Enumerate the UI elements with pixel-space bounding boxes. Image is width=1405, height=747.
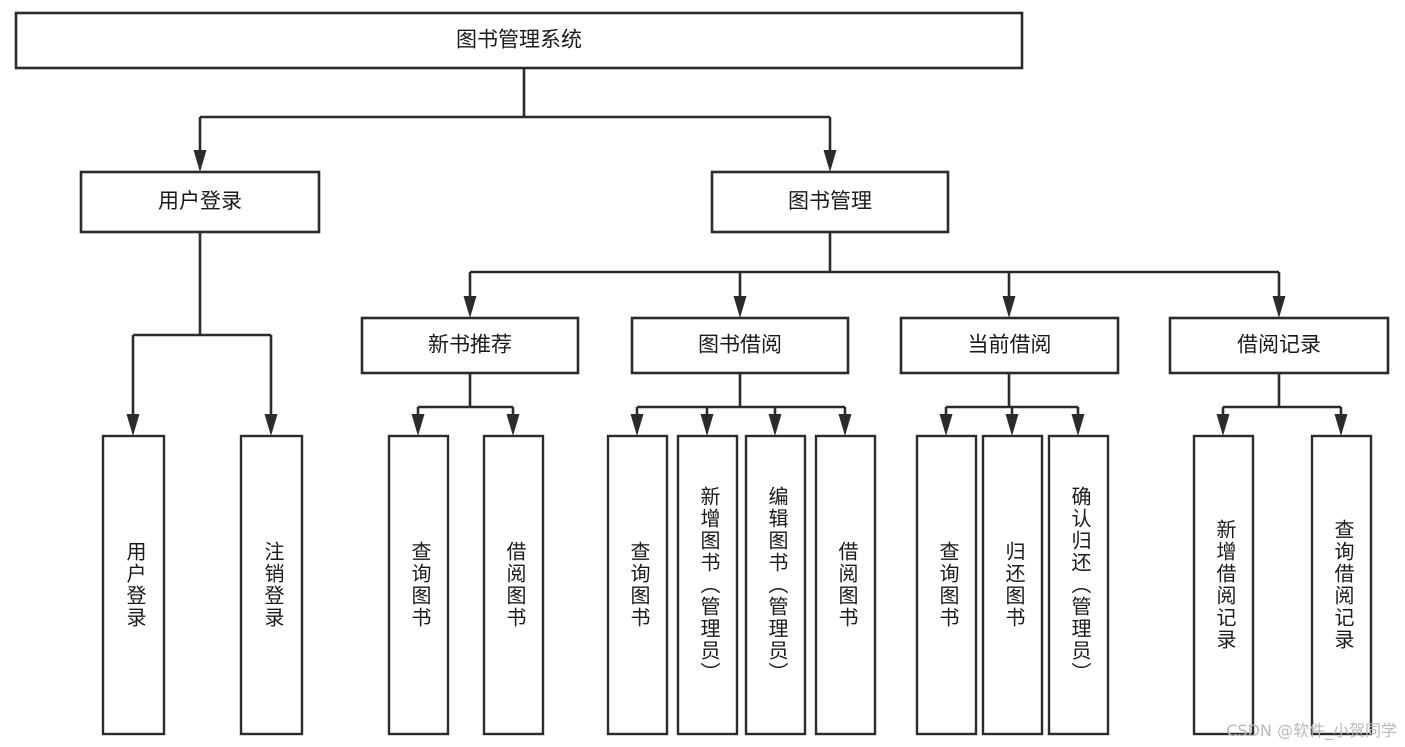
- arrow-head-icon: [768, 414, 782, 436]
- connector-group-new-book-rec: [411, 373, 520, 436]
- node-leaf-return-book[interactable]: 归还图书: [981, 434, 1044, 736]
- node-label: 当前借阅: [968, 333, 1052, 357]
- node-box[interactable]: [1192, 434, 1255, 736]
- node-box[interactable]: [915, 434, 978, 736]
- node-box[interactable]: [1047, 434, 1110, 736]
- arrow-head-icon: [1071, 414, 1085, 436]
- node-label: 图书管理: [788, 189, 872, 213]
- arrow-head-icon: [630, 414, 644, 436]
- arrow-head-icon: [700, 414, 714, 436]
- node-label: 图书管理系统: [456, 28, 582, 52]
- node-box[interactable]: [630, 316, 850, 375]
- node-label: 查询图书: [627, 541, 651, 629]
- arrow-head-icon: [1272, 296, 1286, 318]
- node-box[interactable]: [710, 170, 950, 234]
- node-leaf-user-logout[interactable]: 注销登录: [239, 434, 304, 736]
- node-label: 注销登录: [261, 541, 285, 629]
- node-box[interactable]: [1310, 434, 1373, 736]
- node-box[interactable]: [899, 316, 1120, 375]
- node-leaf-edit-book[interactable]: 编辑图书（管理员）: [744, 434, 807, 736]
- node-leaf-add-book[interactable]: 新增图书（管理员）: [676, 434, 739, 736]
- node-new-book-rec[interactable]: 新书推荐: [360, 316, 580, 375]
- node-box[interactable]: [606, 434, 669, 736]
- arrow-head-icon: [823, 150, 837, 172]
- node-book-borrow[interactable]: 图书借阅: [630, 316, 850, 375]
- node-box[interactable]: [239, 434, 304, 736]
- node-leaf-query-book-1[interactable]: 查询图书: [387, 434, 450, 736]
- node-label: 图书借阅: [698, 333, 782, 357]
- arrow-head-icon: [733, 296, 747, 318]
- arrow-head-icon: [1216, 414, 1230, 436]
- node-box[interactable]: [981, 434, 1044, 736]
- node-box[interactable]: [79, 170, 321, 234]
- arrow-head-icon: [1002, 296, 1016, 318]
- arrow-head-icon: [411, 414, 425, 436]
- node-label: 编辑图书（管理员）: [765, 486, 789, 684]
- connector-group-book-manage: [463, 232, 1286, 318]
- node-box[interactable]: [1168, 316, 1390, 375]
- node-label: 归还图书: [1002, 541, 1026, 629]
- watermark: CSDN @软件_小贺同学: [1226, 721, 1397, 740]
- arrow-head-icon: [1334, 414, 1348, 436]
- node-leaf-add-record[interactable]: 新增借阅记录: [1192, 434, 1255, 736]
- node-leaf-user-login[interactable]: 用户登录: [101, 434, 166, 736]
- node-root[interactable]: 图书管理系统: [14, 11, 1024, 70]
- node-box[interactable]: [814, 434, 877, 736]
- node-borrow-record[interactable]: 借阅记录: [1168, 316, 1390, 375]
- node-leaf-query-book-3[interactable]: 查询图书: [915, 434, 978, 736]
- nodes-layer: 图书管理系统用户登录图书管理新书推荐图书借阅当前借阅借阅记录用户登录注销登录查询…: [14, 11, 1390, 736]
- arrow-head-icon: [1005, 414, 1019, 436]
- connectors-layer: [126, 68, 1348, 436]
- node-label: 借阅图书: [835, 541, 859, 629]
- node-label: 借阅记录: [1237, 333, 1321, 357]
- node-label: 查询图书: [936, 541, 960, 629]
- node-label: 确认归还（管理员）: [1068, 486, 1092, 684]
- connector-group-current-borrow: [939, 373, 1085, 436]
- node-box[interactable]: [482, 434, 545, 736]
- node-box[interactable]: [101, 434, 166, 736]
- node-leaf-query-book-2[interactable]: 查询图书: [606, 434, 669, 736]
- node-leaf-confirm-return[interactable]: 确认归还（管理员）: [1047, 434, 1110, 736]
- node-box[interactable]: [14, 11, 1024, 70]
- node-book-manage[interactable]: 图书管理: [710, 170, 950, 234]
- node-label: 查询借阅记录: [1331, 519, 1355, 651]
- connector-group-root: [193, 68, 837, 172]
- node-label: 新增图书（管理员）: [697, 486, 721, 684]
- arrow-head-icon: [126, 414, 140, 436]
- arrow-head-icon: [264, 414, 278, 436]
- node-label: 用户登录: [123, 541, 147, 629]
- node-current-borrow[interactable]: 当前借阅: [899, 316, 1120, 375]
- node-box[interactable]: [676, 434, 739, 736]
- connector-group-borrow-record: [1216, 373, 1348, 436]
- node-label: 借阅图书: [503, 541, 527, 629]
- arrow-head-icon: [939, 414, 953, 436]
- node-label: 用户登录: [158, 189, 242, 213]
- node-label: 查询图书: [408, 541, 432, 629]
- connector-group-book-borrow: [630, 373, 852, 436]
- node-leaf-borrow-book-2[interactable]: 借阅图书: [814, 434, 877, 736]
- connector-group-user-login: [126, 232, 278, 436]
- node-box[interactable]: [387, 434, 450, 736]
- arrow-head-icon: [463, 296, 477, 318]
- node-box[interactable]: [360, 316, 580, 375]
- node-label: 新书推荐: [428, 333, 512, 357]
- node-leaf-borrow-book-1[interactable]: 借阅图书: [482, 434, 545, 736]
- arrow-head-icon: [506, 414, 520, 436]
- arrow-head-icon: [193, 150, 207, 172]
- node-leaf-query-record[interactable]: 查询借阅记录: [1310, 434, 1373, 736]
- node-user-login[interactable]: 用户登录: [79, 170, 321, 234]
- node-label: 新增借阅记录: [1213, 519, 1237, 651]
- node-box[interactable]: [744, 434, 807, 736]
- arrow-head-icon: [838, 414, 852, 436]
